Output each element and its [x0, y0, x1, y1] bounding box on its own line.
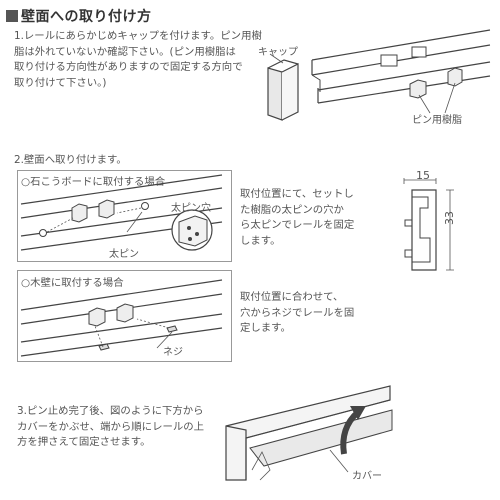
gypsum-board-illustration — [20, 174, 223, 251]
step1-line: 脂は外れていないか確認下さい。(ピン用樹脂は — [14, 45, 236, 58]
dimension-width: 15 — [416, 169, 430, 182]
step2-heading: 2.壁面へ取り付けます。 — [14, 154, 127, 166]
arrow-up-icon — [350, 406, 366, 420]
cover-label: カバー — [352, 471, 382, 482]
resin-block — [71, 203, 88, 223]
resin-block — [98, 199, 115, 219]
rail-hole — [411, 46, 427, 58]
title-square-icon — [6, 10, 18, 22]
pin-hole-label: 太ピン穴 — [171, 203, 211, 214]
screw-label: ネジ — [163, 347, 183, 358]
pin-label: 太ピン — [109, 249, 139, 260]
case-b-text: 取付位置に合わせて、 穴からネジでレールを固 定します。 — [240, 291, 355, 334]
step3-text: 3.ピン止め完了後、図のように下方から カバーをかぶせ、端から順にレールの上 方… — [17, 405, 205, 448]
rail-hole — [380, 54, 398, 67]
pin-resin-label: ピン用樹脂 — [412, 115, 462, 126]
screw-head — [98, 343, 110, 351]
step1-line: 取り付ける方向性がありますので固定する方向で — [14, 61, 243, 73]
screw-head — [166, 325, 178, 333]
pin-resin-block — [447, 67, 463, 87]
cap-side — [281, 63, 299, 121]
rail-cap-illustration — [267, 29, 491, 121]
case-a-text: 取付位置にて、セットし た樹脂の太ピンの穴か ら太ピンでレールを固定 します。 — [240, 188, 355, 247]
rail-shape — [311, 29, 491, 104]
step1-line: 取り付けて下さい。) — [14, 76, 107, 89]
case-a-title: ○石こうボードに取付する場合 — [21, 176, 166, 188]
step1-line: 1.レールにあらかじめキャップを付けます。ピン用樹 — [14, 30, 262, 42]
case-b-title: ○木壁に取付する場合 — [21, 277, 124, 289]
resin-block — [88, 307, 106, 327]
cap-label: キャップ — [258, 47, 298, 58]
resin-block — [116, 303, 134, 323]
page-title: 壁面への取り付け方 — [6, 6, 152, 26]
step1-text: 1.レールにあらかじめキャップを付けます。ピン用樹 脂は外れていないか確認下さい… — [14, 29, 269, 91]
pin-resin-block — [409, 79, 427, 99]
pin-head — [39, 229, 47, 237]
wood-wall-illustration — [20, 279, 223, 357]
pin-head — [141, 202, 149, 210]
